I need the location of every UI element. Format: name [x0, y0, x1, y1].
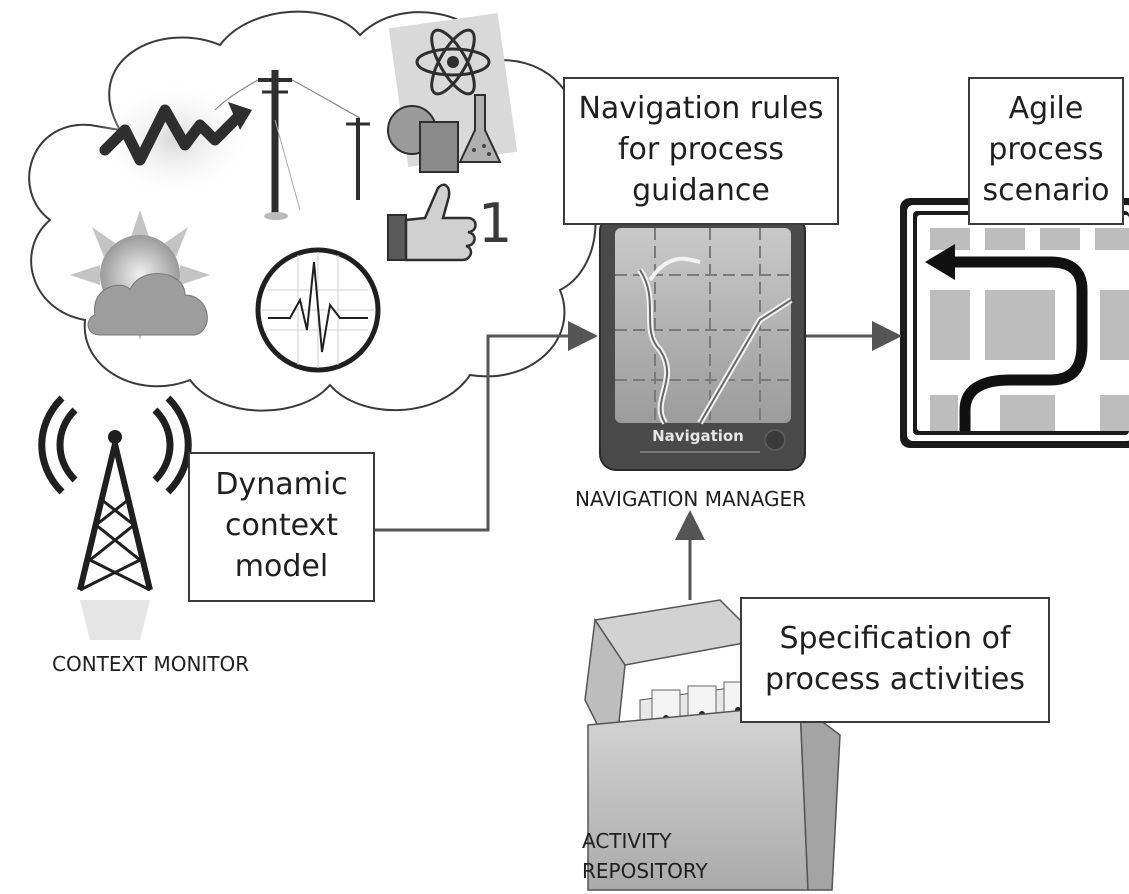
navigation-manager-label: NAVIGATION MANAGER	[575, 487, 807, 511]
specification-line-1: Specification of	[779, 621, 1011, 656]
power-pole-icon	[214, 70, 370, 220]
context-monitor-caption: CONTEXT MONITOR	[52, 650, 249, 678]
activity-repository-caption: ACTIVITY REPOSITORY	[582, 826, 708, 886]
dynamic-context-line-1: Dynamic	[215, 467, 348, 502]
dynamic-context-line-2: context	[224, 508, 339, 543]
heartbeat-icon	[255, 247, 381, 373]
context-monitor-label: CONTEXT MONITOR	[52, 652, 250, 676]
navigation-device-icon: Navigation	[599, 214, 806, 471]
route-sign-icon	[900, 198, 1129, 448]
activity-repository-line-1: ACTIVITY	[582, 829, 672, 853]
agile-scenario-box: Agile process scenario	[968, 77, 1124, 225]
activity-repository-line-2: REPOSITORY	[582, 859, 708, 883]
thumbs-up-icon: 1	[387, 183, 512, 262]
radio-tower-icon	[38, 395, 192, 640]
agile-scenario-line-1: Agile	[1008, 91, 1084, 126]
specification-line-2: process activities	[764, 662, 1026, 697]
sun-cloud-icon	[70, 210, 210, 340]
dynamic-context-box: Dynamic context model	[188, 452, 375, 602]
agile-scenario-line-2: process	[988, 132, 1104, 167]
specification-box: Specification of process activities	[740, 597, 1050, 723]
atom-lab-icon	[387, 13, 518, 173]
stock-chart-icon	[95, 80, 255, 200]
navigation-rules-line-1: Navigation rules	[578, 91, 824, 126]
navigation-rules-line-3: guidance	[632, 173, 770, 208]
navigation-rules-line-2: for process	[617, 132, 785, 167]
navigation-manager-caption: NAVIGATION MANAGER	[575, 485, 806, 513]
device-label: Navigation	[652, 427, 744, 445]
like-count: 1	[478, 192, 512, 255]
connector-context-to-manager	[375, 321, 598, 532]
agile-scenario-line-3: scenario	[982, 173, 1110, 208]
dynamic-context-line-3: model	[234, 549, 329, 584]
navigation-rules-box: Navigation rules for process guidance	[563, 77, 839, 225]
